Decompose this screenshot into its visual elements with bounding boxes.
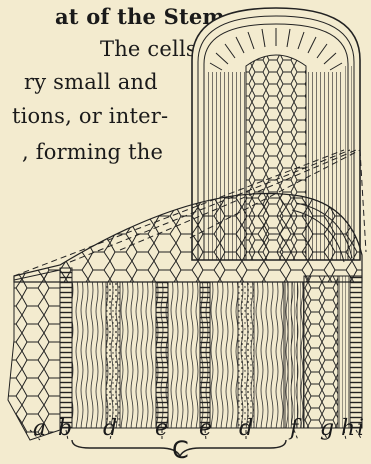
large-section-diagram [8, 193, 362, 440]
label-leaders [30, 430, 362, 440]
label-e-left: e [155, 416, 168, 441]
label-c-group: C [172, 436, 189, 464]
label-i: i [357, 416, 364, 441]
label-a: a [33, 416, 46, 441]
label-b: b [58, 416, 72, 441]
label-f: f [290, 416, 298, 441]
label-h: h [341, 416, 355, 441]
label-d-left: d [103, 416, 117, 441]
label-g: g [320, 416, 334, 441]
label-e-right: e [199, 416, 212, 441]
label-d-right: d [239, 416, 253, 441]
